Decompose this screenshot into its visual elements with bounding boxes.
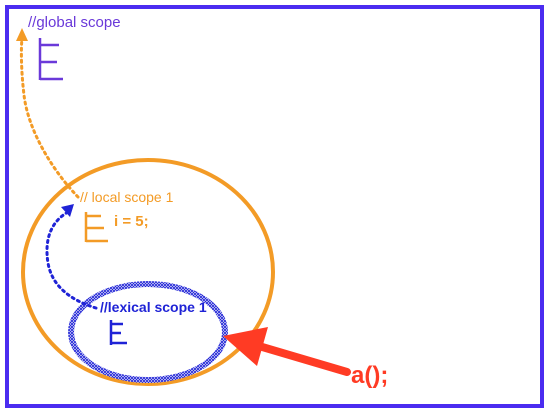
global-frame (5, 5, 544, 408)
global-scope-marker (38, 38, 63, 81)
lexical-to-local-path (45, 210, 98, 310)
call-arrow-line (248, 340, 351, 376)
lexical-scope-marker (109, 320, 127, 345)
lexical-scope-circle (68, 281, 228, 383)
local-to-global-arrowhead (16, 28, 28, 41)
local-scope-circle (21, 158, 275, 386)
global-scope-label: //global scope (28, 14, 121, 31)
call-arrowhead (223, 327, 268, 366)
lexical-to-local-arrowhead (61, 204, 74, 217)
lexical-scope-label: //lexical scope 1 (100, 299, 207, 315)
local-scope-label: // local scope 1 (80, 189, 174, 205)
local-code-label: i = 5; (114, 213, 149, 230)
function-call-label: a(); (351, 362, 388, 389)
local-scope-marker (84, 212, 108, 243)
local-to-global-path (19, 36, 80, 199)
